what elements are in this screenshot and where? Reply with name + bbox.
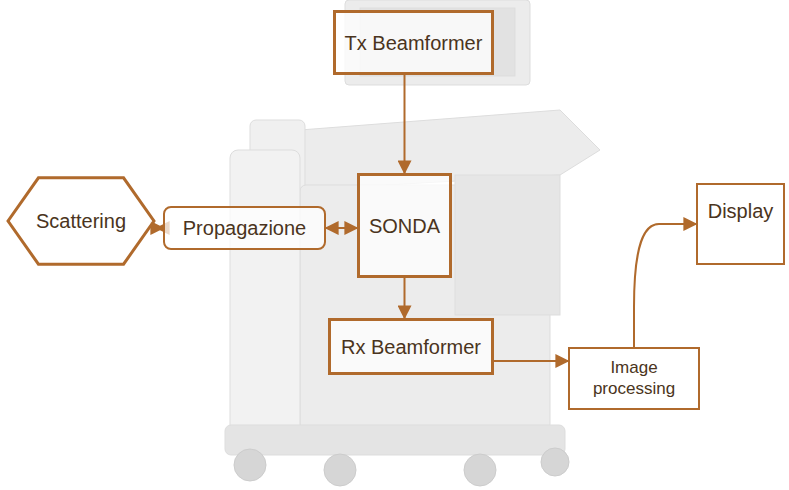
process-box: Tx Beamformer bbox=[333, 10, 494, 75]
node-label: Image processing bbox=[584, 358, 684, 399]
node-label: Propagazione bbox=[183, 216, 306, 240]
side-column bbox=[230, 150, 300, 440]
process-box: Propagazione bbox=[163, 206, 326, 250]
connector-arrow bbox=[494, 360, 568, 362]
probe-box: SONDA bbox=[357, 173, 452, 278]
process-box: Rx Beamformer bbox=[328, 318, 494, 375]
process-box: Image processing bbox=[568, 347, 700, 410]
wheel bbox=[541, 448, 569, 476]
base bbox=[225, 425, 565, 455]
hexagon-node: Scattering bbox=[5, 176, 157, 266]
node-label: Display bbox=[708, 199, 774, 223]
hexagon-shape bbox=[8, 178, 154, 264]
node-label: SONDA bbox=[369, 214, 440, 238]
connector-arrow bbox=[326, 227, 357, 229]
output-box: Display bbox=[696, 183, 785, 265]
wheel bbox=[324, 454, 356, 486]
wheel bbox=[464, 454, 496, 486]
connector-arrow bbox=[634, 224, 696, 347]
wheel bbox=[234, 449, 266, 481]
connector-arrow bbox=[404, 75, 406, 173]
node-label: Scattering bbox=[36, 209, 126, 233]
connector-arrow bbox=[404, 278, 406, 318]
probe-holder bbox=[455, 175, 560, 315]
node-label: Rx Beamformer bbox=[341, 335, 481, 359]
node-label: Tx Beamformer bbox=[345, 31, 483, 55]
